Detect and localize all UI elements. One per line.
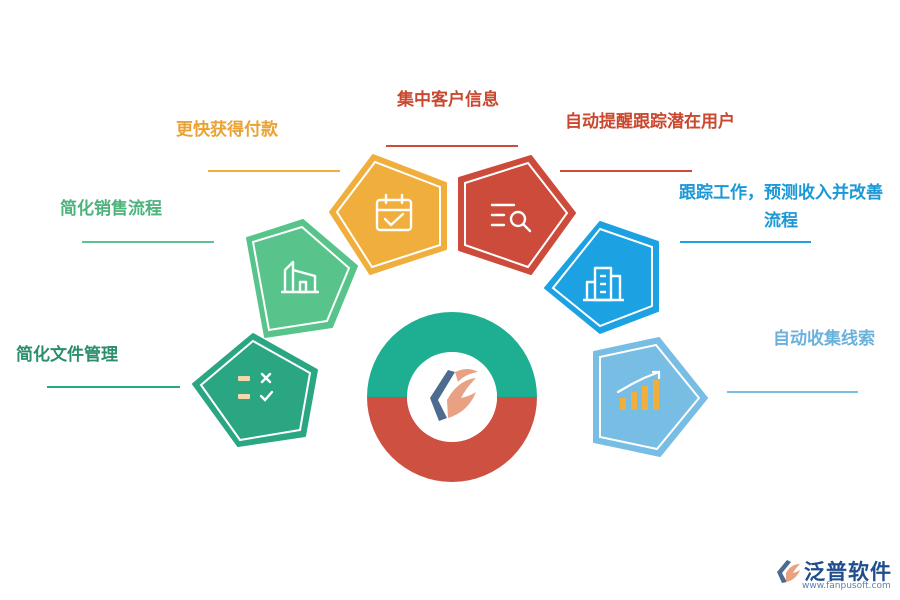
label-auto-remind: 自动提醒跟踪潜在用户 — [565, 112, 735, 132]
brand-url: www.fanpusoft.com — [802, 581, 891, 591]
bar-chart-growth-icon — [616, 370, 661, 410]
company-logo-icon — [430, 369, 478, 421]
office-building-icon — [583, 266, 624, 302]
label-customer-info: 集中客户信息 — [397, 90, 499, 110]
search-list-icon — [490, 203, 532, 233]
pentagon-fast-payment — [329, 154, 447, 275]
brand-logo-icon — [777, 560, 800, 583]
calendar-check-icon — [375, 193, 413, 232]
pentagon-customer-info — [458, 155, 576, 275]
brand-name: 泛普软件 — [804, 560, 892, 584]
checklist-icon — [238, 372, 274, 402]
pentagon-sales-flow — [246, 219, 358, 338]
label-track-work: 跟踪工作，预测收入并改善流程 — [679, 183, 883, 232]
center-ring — [367, 312, 537, 482]
label-file-mgmt: 简化文件管理 — [16, 345, 118, 365]
label-auto-collect: 自动收集线索 — [773, 329, 875, 349]
pentagon-track-work — [544, 221, 659, 334]
pentagon-file-mgmt — [192, 333, 318, 447]
label-fast-payment: 更快获得付款 — [176, 120, 278, 140]
label-sales-flow: 简化销售流程 — [60, 199, 162, 219]
brand-watermark: 泛普软件 www.fanpusoft.com — [772, 554, 894, 596]
pentagon-auto-collect — [593, 337, 708, 457]
building-icon — [281, 260, 319, 294]
